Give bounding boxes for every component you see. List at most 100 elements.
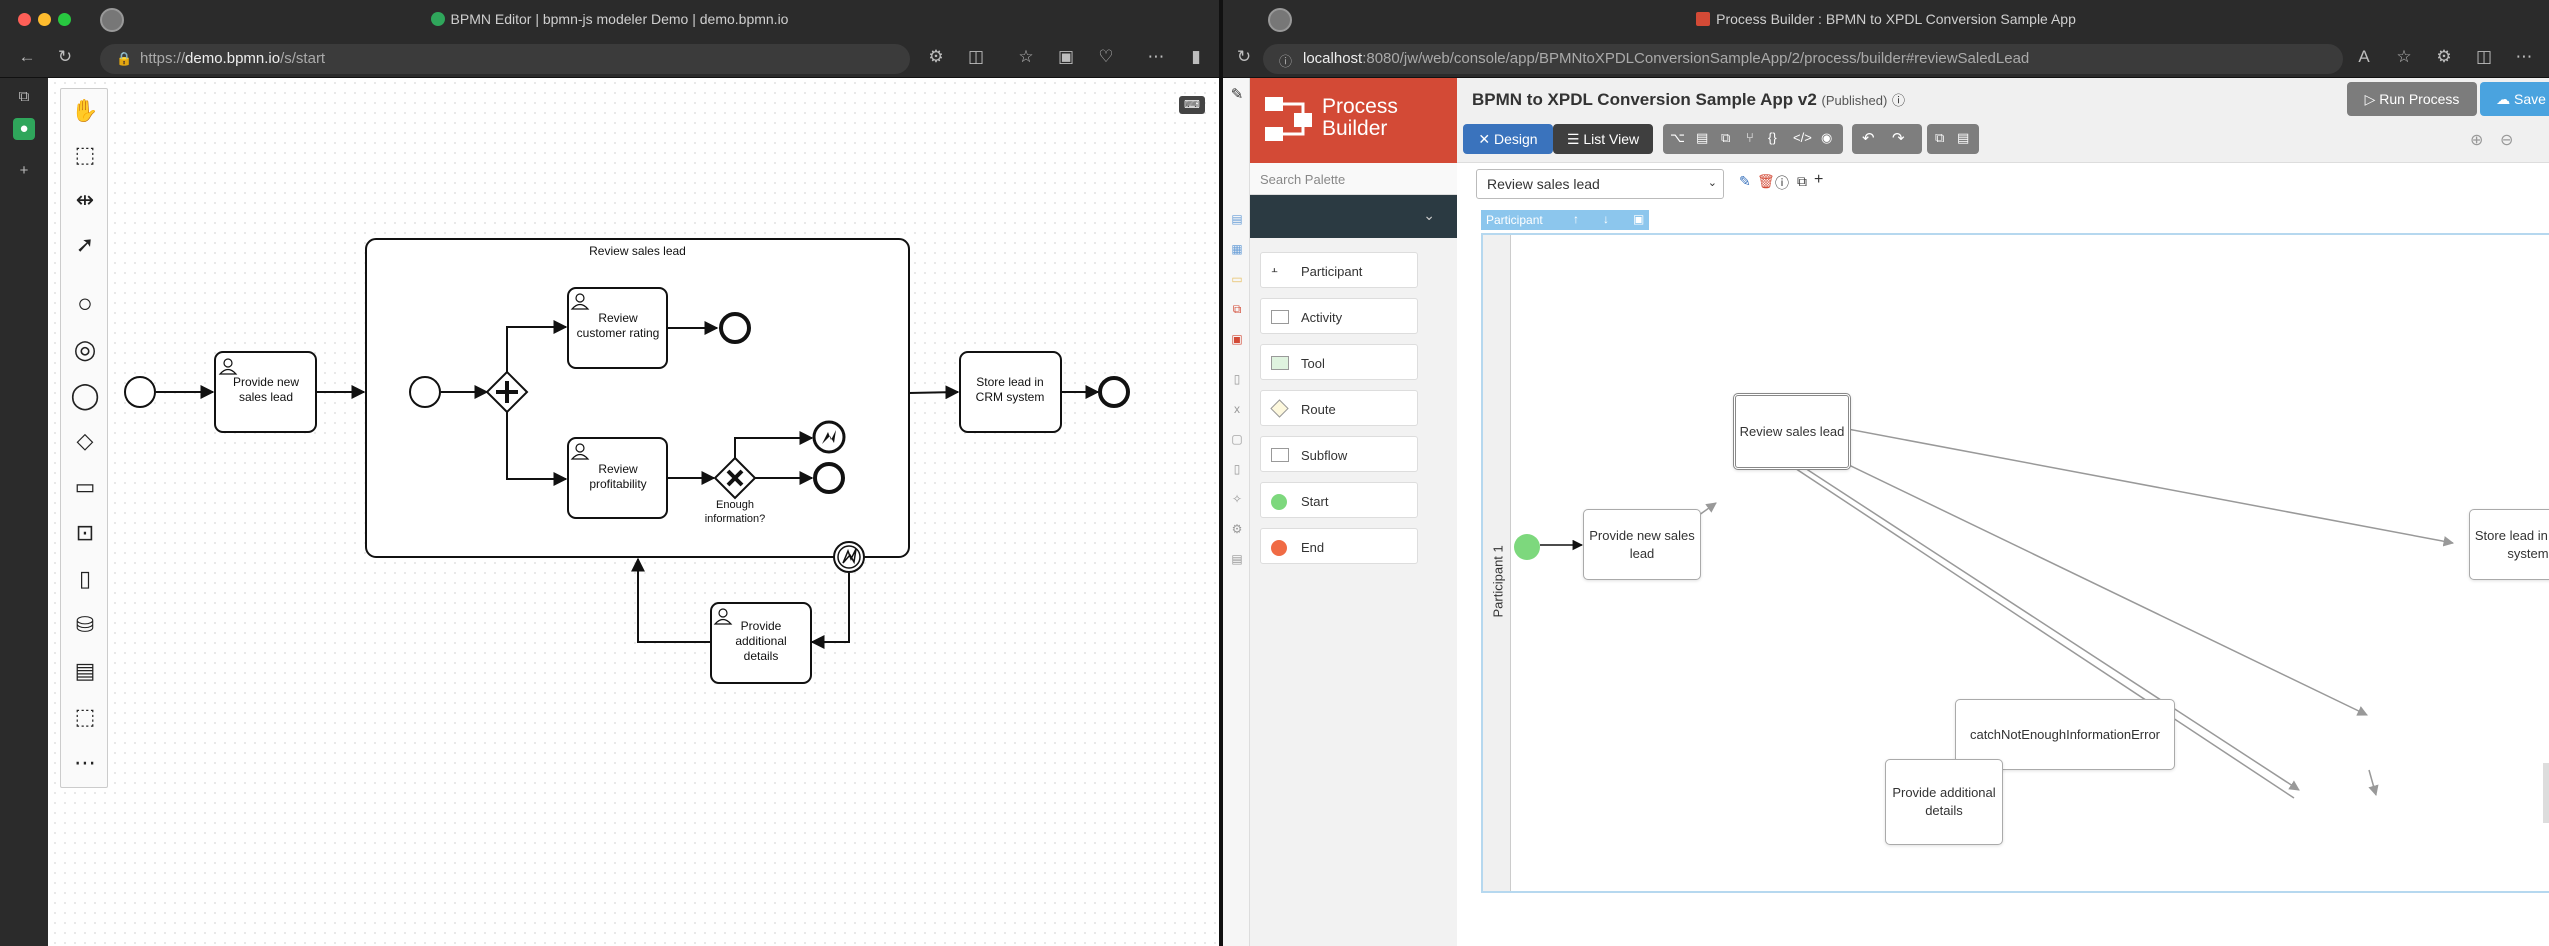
zoom-in-icon[interactable]: ⊕ xyxy=(2470,132,2484,149)
save-button[interactable]: ☁ Save xyxy=(2480,82,2549,116)
tab-list-view[interactable]: ☰ List View xyxy=(1553,124,1653,154)
minimize-window-button[interactable] xyxy=(38,13,51,26)
palette-item-participant[interactable]: ⫠Participant xyxy=(1260,252,1418,288)
new-tab-icon[interactable]: + xyxy=(19,162,29,179)
palette-item-end[interactable]: End xyxy=(1260,528,1418,564)
process-select[interactable]: Review sales lead⌄ xyxy=(1476,169,1724,199)
intermediate-event-icon[interactable]: ◎ xyxy=(73,334,97,364)
swimlane[interactable]: Participant 1 xyxy=(1481,233,2549,893)
sub-start-event[interactable] xyxy=(409,376,441,408)
tree-icon[interactable]: ⌥ xyxy=(1670,130,1685,145)
info-circle-icon[interactable]: ⓘ xyxy=(1892,93,1906,108)
camera-icon[interactable]: ◉ xyxy=(1821,130,1833,145)
back-icon[interactable]: ← xyxy=(18,47,36,66)
note-icon[interactable]: ▯ xyxy=(1233,372,1241,386)
extensions-icon[interactable]: ⚙ xyxy=(928,47,944,66)
export-icon[interactable]: ▤ xyxy=(1231,552,1243,566)
data-object-icon[interactable]: ▯ xyxy=(78,566,92,591)
gateway-icon[interactable]: ◇ xyxy=(76,428,94,453)
palette-item-subflow[interactable]: Subflow xyxy=(1260,436,1418,472)
braces-icon[interactable]: {} xyxy=(1768,130,1777,145)
node-catch-error[interactable]: catchNotEnoughInformationError xyxy=(1955,699,2175,770)
node-provide-additional-details[interactable]: Provide additional details xyxy=(1885,759,2003,845)
delete-participant-icon[interactable]: ▣ xyxy=(1633,212,1645,226)
add-process-icon[interactable]: + xyxy=(1814,171,1824,188)
process-designer[interactable]: Review sales lead⌄ ✎ 🗑 ⓘ ⧉ + Participant… xyxy=(1457,163,2549,946)
redo-icon[interactable]: ↷ xyxy=(1892,130,1905,147)
plugin-icon[interactable]: ✧ xyxy=(1231,492,1243,506)
duplicate-process-icon[interactable]: ⧉ xyxy=(1797,173,1807,189)
start-event[interactable] xyxy=(124,376,156,408)
end-event-icon[interactable]: ◯ xyxy=(70,380,100,410)
move-down-icon[interactable]: ↓ xyxy=(1603,212,1609,226)
userview-icon[interactable]: ▭ xyxy=(1231,272,1243,286)
profile-avatar-right[interactable] xyxy=(1268,8,1292,32)
start-event-icon[interactable]: ○ xyxy=(77,288,93,318)
undo-icon[interactable]: ↶ xyxy=(1862,130,1875,147)
palette-item-start[interactable]: Start xyxy=(1260,482,1418,518)
api-icon[interactable]: ▣ xyxy=(1231,332,1243,346)
connect-tool-icon[interactable]: ➚ xyxy=(75,232,95,257)
settings-rail-icon[interactable]: ⚙ xyxy=(1231,522,1243,536)
code-icon[interactable]: </> xyxy=(1793,130,1812,145)
node-provide-new-sales-lead[interactable]: Provide new sales lead xyxy=(1583,509,1701,580)
space-tool-icon[interactable]: ⇹ xyxy=(75,187,95,212)
participant-tab[interactable]: Participant↑↓▣ xyxy=(1481,210,1649,230)
profile-avatar[interactable] xyxy=(100,8,124,32)
process-info-icon[interactable]: ⓘ xyxy=(1775,175,1789,191)
health-icon[interactable]: ♡ xyxy=(1098,47,1114,66)
resource-icon[interactable]: ▢ xyxy=(1231,432,1243,446)
tab-actions-icon[interactable]: ⧉ xyxy=(18,88,30,105)
doc-icon[interactable]: ▯ xyxy=(1233,462,1241,476)
zoom-out-icon[interactable]: ⊖ xyxy=(2500,132,2514,149)
reload-right-icon[interactable]: ↻ xyxy=(1236,47,1252,66)
variable-icon[interactable]: x xyxy=(1234,402,1240,416)
edit-icon[interactable]: ✎ xyxy=(1230,86,1244,103)
extensions-right-icon[interactable]: ⚙ xyxy=(2436,47,2452,66)
lasso-tool-icon[interactable]: ⬚ xyxy=(74,142,96,167)
collections-icon[interactable]: ▣ xyxy=(1057,47,1075,66)
url-field-right[interactable]: ⓘ localhost:8080/jw/web/console/app/BPMN… xyxy=(1263,44,2343,74)
paste-icon[interactable]: ▤ xyxy=(1957,130,1970,145)
start-node[interactable] xyxy=(1514,534,1540,560)
url-field[interactable]: 🔒 https://demo.bpmn.io/s/start xyxy=(100,44,910,74)
reload-icon[interactable]: ↻ xyxy=(57,47,73,66)
palette-category-dropdown[interactable]: ⌄ xyxy=(1250,195,1457,238)
list-icon[interactable]: ▦ xyxy=(1231,242,1243,256)
palette-item-tool[interactable]: Tool xyxy=(1260,344,1418,380)
delete-process-icon[interactable]: 🗑 xyxy=(1757,173,1775,189)
more-tools-icon[interactable]: ⋯ xyxy=(74,750,96,775)
zoom-window-button[interactable] xyxy=(58,13,71,26)
split-right-icon[interactable]: ◫ xyxy=(2475,47,2493,66)
favorites-icon[interactable]: ☆ xyxy=(1018,47,1034,66)
process-icon[interactable]: ⧉ xyxy=(1232,302,1242,316)
split-screen-icon[interactable]: ◫ xyxy=(967,47,985,66)
close-window-button[interactable] xyxy=(18,13,31,26)
hand-tool-icon[interactable]: ✋ xyxy=(71,98,99,123)
keyboard-shortcuts-icon[interactable]: ⌨ xyxy=(1179,96,1205,114)
move-up-icon[interactable]: ↑ xyxy=(1573,212,1579,226)
form-tool-icon[interactable]: ▤ xyxy=(1696,130,1709,145)
favorites-right-icon[interactable]: ☆ xyxy=(2396,47,2412,66)
more-right-icon[interactable]: ⋯ xyxy=(2515,47,2533,66)
tab-design[interactable]: ✕ Design xyxy=(1463,124,1553,154)
edit-process-icon[interactable]: ✎ xyxy=(1739,173,1751,189)
node-store-lead[interactable]: Store lead in CRM system xyxy=(2469,509,2549,580)
sidebar-icon[interactable]: ▮ xyxy=(1191,47,1201,66)
final-end-event[interactable] xyxy=(1098,376,1130,408)
end-event-profitability[interactable] xyxy=(813,462,845,494)
subprocess-icon[interactable]: ⊡ xyxy=(75,520,95,545)
node-review-sales-lead[interactable]: Review sales lead xyxy=(1733,393,1851,470)
form-icon[interactable]: ▤ xyxy=(1231,212,1243,226)
run-process-button[interactable]: ▷ Run Process xyxy=(2347,82,2477,116)
tab-bpmn-icon[interactable]: ● xyxy=(13,118,35,140)
data-store-icon[interactable]: ⛁ xyxy=(75,612,95,637)
pool-icon[interactable]: ▤ xyxy=(74,658,96,683)
search-palette-input[interactable]: Search Palette xyxy=(1250,163,1457,195)
read-aloud-icon[interactable]: A xyxy=(2358,47,2370,66)
task-icon[interactable]: ▭ xyxy=(74,474,96,499)
palette-item-route[interactable]: Route xyxy=(1260,390,1418,426)
copy-tool-icon[interactable]: ⧉ xyxy=(1721,130,1731,145)
group-icon[interactable]: ⬚ xyxy=(74,704,96,729)
scrollbar[interactable] xyxy=(2543,763,2549,823)
